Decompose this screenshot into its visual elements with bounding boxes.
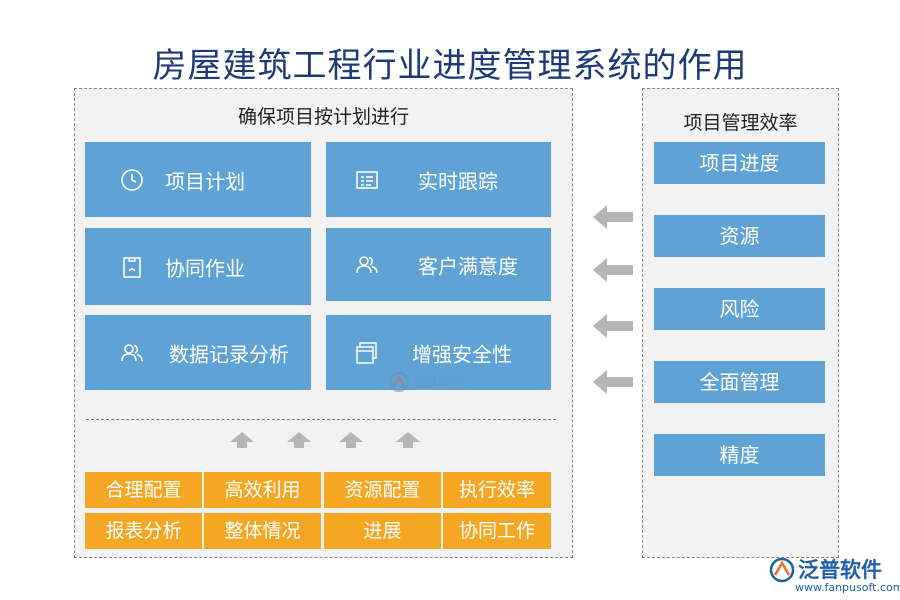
box-realtime-tracking: 实时跟踪 [326, 142, 551, 217]
clock-icon [119, 167, 145, 193]
left-arrow-icon [593, 370, 633, 394]
brand-logo-icon [769, 557, 795, 583]
up-arrow-icon [230, 432, 254, 448]
document-list-icon [354, 167, 380, 193]
left-arrow-icon [593, 258, 633, 282]
brand-logo-text: 泛普软件 [798, 558, 882, 582]
box-label: 客户满意度 [418, 254, 518, 278]
box-label: 实时跟踪 [418, 169, 498, 193]
page-title: 房屋建筑工程行业进度管理系统的作用 [152, 46, 748, 86]
left-arrow-icon [593, 314, 633, 338]
box-project-plan: 项目计划 [85, 142, 311, 217]
up-arrow-icon [339, 432, 363, 448]
efficiency-item: 项目进度 [654, 142, 825, 184]
divider [86, 419, 556, 420]
users-icon [354, 252, 380, 278]
efficiency-item: 精度 [654, 434, 825, 476]
tag-item: 高效利用 [204, 472, 321, 508]
box-data-analysis: 数据记录分析 [85, 315, 311, 390]
up-arrow-icon [287, 432, 311, 448]
efficiency-item: 资源 [654, 215, 825, 257]
brand-logo-url: www.fanpusoft.com [795, 581, 900, 594]
brand-logo: 泛普软件 www.fanpusoft.com [768, 554, 900, 598]
box-label: 增强安全性 [412, 342, 512, 366]
watermark-text: 泛普软件 [414, 375, 463, 389]
window-stack-icon [354, 340, 380, 366]
tag-item: 资源配置 [324, 472, 441, 508]
watermark: 泛普软件 [388, 371, 478, 397]
left-panel-title: 确保项目按计划进行 [237, 106, 409, 128]
box-label: 协同作业 [165, 256, 245, 280]
tag-item: 整体情况 [204, 513, 321, 549]
tag-item: 进展 [324, 513, 441, 549]
box-customer-satisfaction: 客户满意度 [326, 228, 551, 301]
watermark-logo-icon [389, 372, 409, 392]
box-enhanced-security: 增强安全性 [326, 315, 551, 390]
tag-item: 执行效率 [443, 472, 551, 508]
tag-item: 报表分析 [85, 513, 202, 549]
box-label: 数据记录分析 [169, 342, 289, 366]
box-label: 项目计划 [165, 169, 245, 193]
left-arrow-icon [593, 205, 633, 229]
users-icon [119, 340, 145, 366]
efficiency-item: 风险 [654, 288, 825, 330]
right-panel-title: 项目管理效率 [683, 112, 798, 134]
efficiency-item: 全面管理 [654, 361, 825, 403]
tag-item: 协同工作 [443, 513, 551, 549]
tag-item: 合理配置 [85, 472, 202, 508]
box-collaboration: 协同作业 [85, 228, 311, 305]
up-arrow-icon [396, 432, 420, 448]
clipboard-icon [119, 254, 145, 280]
